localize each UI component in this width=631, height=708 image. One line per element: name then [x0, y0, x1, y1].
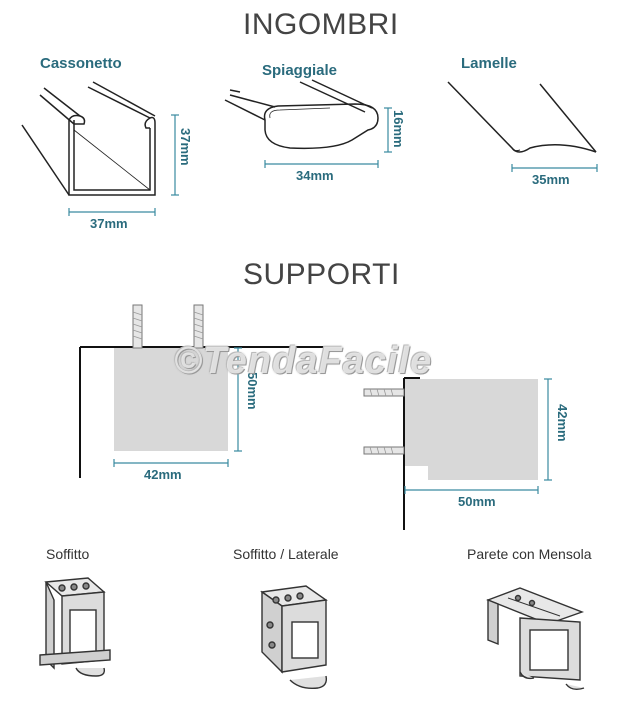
cassonetto-label: Cassonetto: [40, 55, 122, 72]
bracket-soffitto-laterale: [260, 585, 328, 690]
bracket-label-parete-mensola: Parete con Mensola: [467, 546, 592, 562]
bracket-label-soffitto-laterale: Soffitto / Laterale: [233, 546, 339, 562]
lamelle-label: Lamelle: [461, 55, 517, 72]
bracket-soffitto: [39, 577, 111, 677]
supporti-title: SUPPORTI: [243, 258, 400, 291]
spiaggiale-width-dim: 34mm: [296, 168, 334, 183]
spiaggiale-label: Spiaggiale: [262, 62, 338, 79]
cassonetto-width-dim: 37mm: [90, 216, 128, 231]
bracket-label-soffitto: Soffitto: [46, 546, 90, 562]
lamelle-width-dim: 35mm: [532, 172, 570, 187]
wall-mount: [363, 377, 552, 530]
ceiling-width-dim: 42mm: [144, 467, 182, 482]
ceiling-mount: [79, 304, 332, 478]
ingombri-title: INGOMBRI: [243, 8, 399, 41]
wall-width-dim: 50mm: [458, 494, 496, 509]
bracket-parete-mensola: [486, 587, 585, 691]
watermark: ©TendaFacile: [174, 340, 433, 382]
